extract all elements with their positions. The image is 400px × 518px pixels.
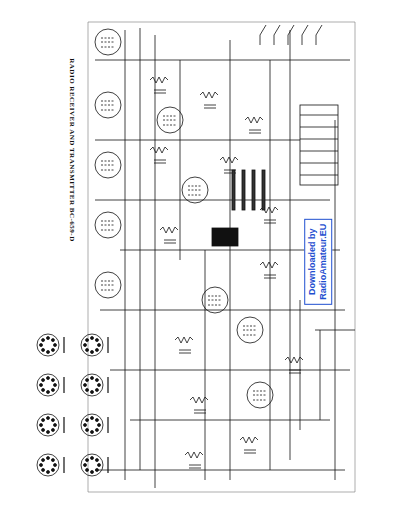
switch-symbol xyxy=(274,25,280,45)
resistor-symbol xyxy=(200,92,218,98)
transformer-block xyxy=(212,228,238,246)
diagram-title: RADIO RECEIVER AND TRANSMITTER BC-659-D xyxy=(68,56,76,244)
watermark-text: Downloaded by xyxy=(307,224,318,300)
tube-envelope xyxy=(95,152,121,178)
tube-envelope xyxy=(95,272,121,298)
switch-symbol xyxy=(316,25,322,45)
tube-envelope xyxy=(95,92,121,118)
switch-symbol xyxy=(288,25,294,45)
watermark-text: RadioAmateur.EU xyxy=(318,224,329,300)
tube-envelope xyxy=(237,317,263,343)
wiring xyxy=(37,22,355,492)
tube-envelope xyxy=(202,287,228,313)
resistor-symbol xyxy=(240,437,258,443)
connector-block xyxy=(300,105,338,185)
resistor-symbol xyxy=(190,397,208,403)
resistor-symbol xyxy=(150,77,168,83)
resistor-symbol xyxy=(185,452,203,458)
tube-envelope xyxy=(157,107,183,133)
tube-envelope xyxy=(182,177,208,203)
tube-envelope xyxy=(247,382,273,408)
watermark-box: Downloaded byRadioAmateur.EU xyxy=(304,219,332,305)
resistor-symbol xyxy=(285,357,303,363)
tube-base-diagram xyxy=(37,414,64,436)
tube-base-diagram xyxy=(37,454,64,476)
tube-envelope xyxy=(95,29,121,55)
tube-base-diagram xyxy=(81,454,108,476)
resistor-symbol xyxy=(150,147,168,153)
switch-symbol xyxy=(260,25,266,45)
resistor-symbol xyxy=(260,262,278,268)
resistor-symbol xyxy=(175,337,193,343)
tube-base-diagram xyxy=(81,374,108,396)
tube-base-diagram xyxy=(37,334,64,356)
resistor-symbol xyxy=(160,227,178,233)
resistor-symbol xyxy=(220,157,238,163)
resistor-symbol xyxy=(245,117,263,123)
tube-base-diagram xyxy=(81,414,108,436)
tube-base-diagram xyxy=(81,334,108,356)
tube-base-diagram xyxy=(37,374,64,396)
tube-envelope xyxy=(95,212,121,238)
switch-symbol xyxy=(302,25,308,45)
